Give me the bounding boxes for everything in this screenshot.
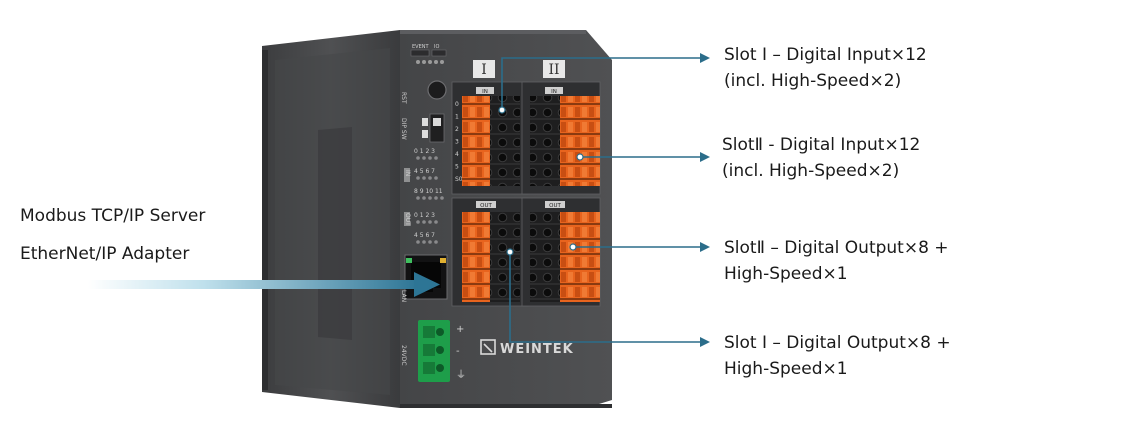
slot-2-out-black-terminals xyxy=(530,212,560,302)
svg-text:II: II xyxy=(548,62,559,78)
callout-slot2-input-line2: (incl. High-Speed×2) xyxy=(722,161,900,181)
svg-text:OUT: OUT xyxy=(549,203,561,209)
svg-text:IN: IN xyxy=(404,170,411,176)
svg-text:IN: IN xyxy=(551,89,557,95)
row-number: 0 xyxy=(455,101,459,108)
network-arrow xyxy=(88,272,440,297)
callout-slot1-input-line1: Slot Ⅰ – Digital Input×12 xyxy=(724,45,927,65)
svg-text:24VDC: 24VDC xyxy=(400,345,407,366)
callout-slot1-input-line2: (incl. High-Speed×2) xyxy=(724,71,902,91)
row-number: S0 xyxy=(455,176,463,183)
line-slot1-in xyxy=(501,57,700,110)
row-number: 2 xyxy=(455,126,459,133)
svg-text:OUT: OUT xyxy=(480,203,492,209)
top-label-event: EVENT xyxy=(412,44,429,50)
callout-slot2-output-line1: SlotⅡ – Digital Output×8 + xyxy=(724,238,949,258)
svg-text:RST: RST xyxy=(400,92,407,104)
svg-text:I: I xyxy=(481,62,487,78)
callout-slot2-input-line1: SlotⅡ - Digital Input×12 xyxy=(722,135,921,155)
reset-button-graphic xyxy=(427,80,447,100)
svg-text:DIP SW: DIP SW xyxy=(400,118,407,140)
callout-lines xyxy=(501,57,700,343)
callout-arrowheads xyxy=(700,53,710,347)
led-grid-in xyxy=(416,156,444,200)
svg-text:+: + xyxy=(456,324,464,335)
svg-text:LAN: LAN xyxy=(400,290,407,302)
protocol-label-ethernetip: EtherNet/IP Adapter xyxy=(20,244,190,264)
svg-text:4 5 6 7: 4 5 6 7 xyxy=(414,168,435,175)
brand-logo: WEINTEK xyxy=(480,339,574,357)
slot-1-out-orange-terminals xyxy=(462,212,490,302)
callout-slot1-output-line2: High-Speed×1 xyxy=(724,359,848,379)
svg-text:OUT: OUT xyxy=(404,213,411,226)
slot-1-tag xyxy=(473,60,495,78)
row-number: 3 xyxy=(455,139,459,146)
svg-text:WEINTEK: WEINTEK xyxy=(500,342,574,357)
callout-slot2-output-line2: High-Speed×1 xyxy=(724,264,848,284)
callout-slot1-output-line1: Slot Ⅰ – Digital Output×8 + xyxy=(724,333,951,353)
line-slot1-out xyxy=(509,252,700,343)
slot-1-in-orange-terminals xyxy=(462,96,490,186)
svg-text:0 1 2 3: 0 1 2 3 xyxy=(414,212,435,219)
svg-text:IN: IN xyxy=(482,89,488,95)
slot-2-in-black-terminals xyxy=(530,96,560,186)
row-number: 5 xyxy=(455,164,459,171)
slot-2-tag xyxy=(543,60,565,78)
svg-text:8 9 10 11: 8 9 10 11 xyxy=(414,188,443,195)
svg-text:4 5 6 7: 4 5 6 7 xyxy=(414,232,435,239)
top-label-io: IO xyxy=(434,44,439,50)
protocol-label-modbus: Modbus TCP/IP Server xyxy=(20,206,206,226)
svg-text:-: - xyxy=(456,346,460,357)
slot-1-out-black-terminals xyxy=(490,212,520,302)
svg-text:0 1 2 3: 0 1 2 3 xyxy=(414,148,435,155)
row-number: 4 xyxy=(455,151,459,158)
row-number: 1 xyxy=(455,114,459,121)
svg-text:⏚: ⏚ xyxy=(456,369,466,381)
led-grid-out xyxy=(416,220,438,244)
